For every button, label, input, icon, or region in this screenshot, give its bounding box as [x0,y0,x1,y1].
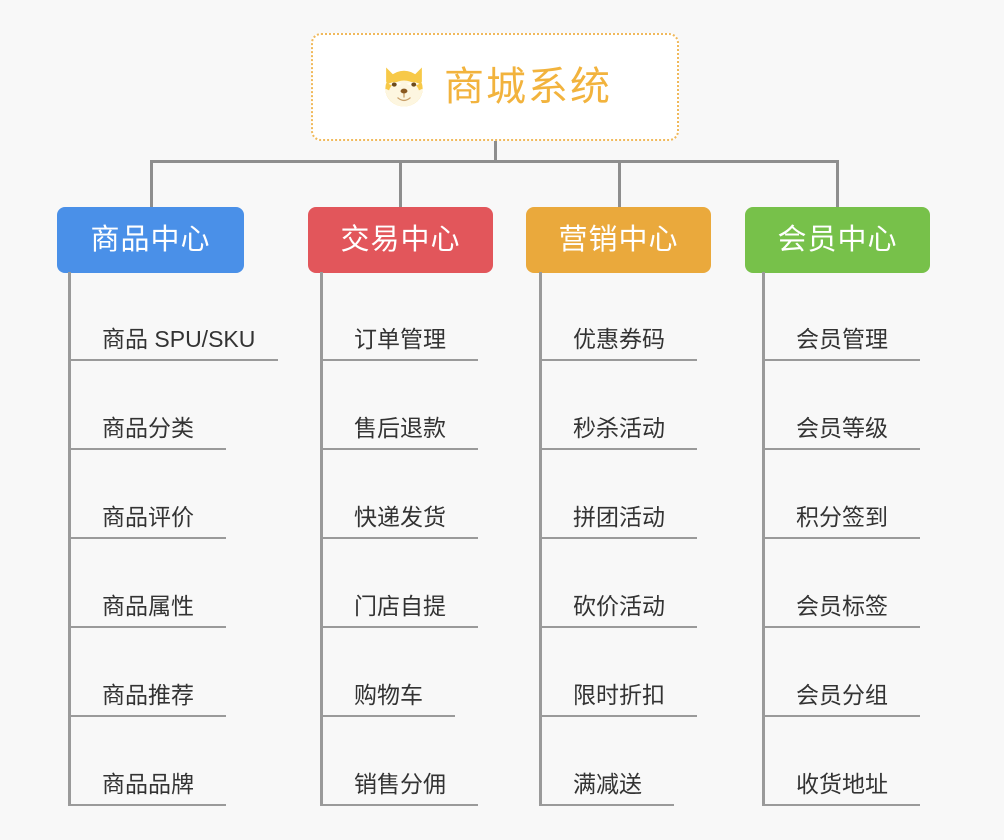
root-title: 商城系统 [444,65,612,109]
leaf-label: 满减送 [573,771,642,797]
leaf-underline [762,448,920,450]
leaf-label: 订单管理 [354,326,446,352]
leaf-underline [539,626,697,628]
leaf-underline [762,359,920,361]
leaf-item[interactable]: 收货地址 [762,717,920,806]
leaf-item[interactable]: 商品推荐 [68,628,226,717]
leaf-label: 秒杀活动 [573,415,665,441]
leaf-underline [320,359,478,361]
leaf-item[interactable]: 商品 SPU/SKU [68,272,278,361]
connector-bus [150,160,838,163]
leaf-underline [68,804,226,806]
branch-spine [320,272,323,806]
leaf-item[interactable]: 会员管理 [762,272,920,361]
leaf-underline [539,537,697,539]
leaf-underline [762,804,920,806]
leaf-underline [320,804,478,806]
category-box-2[interactable]: 营销中心 [526,207,711,273]
leaf-item[interactable]: 砍价活动 [539,539,697,628]
leaf-label: 会员分组 [796,682,888,708]
leaf-underline [320,537,478,539]
connector-drop-1 [150,160,153,208]
category-label: 交易中心 [340,223,461,256]
connector-drop-3 [618,160,621,208]
leaf-item[interactable]: 商品分类 [68,361,226,450]
leaf-item[interactable]: 拼团活动 [539,450,697,539]
category-box-0[interactable]: 商品中心 [57,207,244,273]
leaf-item[interactable]: 商品品牌 [68,717,226,806]
leaf-label: 会员等级 [796,415,888,441]
leaf-label: 商品分类 [102,415,194,441]
connector-drop-2 [399,160,402,208]
leaf-label: 砍价活动 [573,593,665,619]
leaf-label: 限时折扣 [573,682,665,708]
leaf-label: 购物车 [354,682,423,708]
leaf-underline [320,626,478,628]
leaf-label: 商品 SPU/SKU [102,326,256,352]
leaf-label: 会员标签 [796,593,888,619]
leaf-label: 快递发货 [354,504,446,530]
leaf-item[interactable]: 门店自提 [320,539,478,628]
category-label: 营销中心 [558,223,679,256]
leaf-label: 售后退款 [354,415,446,441]
branch-spine [68,272,71,806]
connector-drop-4 [836,160,839,208]
leaf-underline [539,448,697,450]
leaf-underline [762,537,920,539]
leaf-item[interactable]: 快递发货 [320,450,478,539]
leaf-item[interactable]: 会员标签 [762,539,920,628]
leaf-item[interactable]: 销售分佣 [320,717,478,806]
branch-spine [762,272,765,806]
leaf-item[interactable]: 商品属性 [68,539,226,628]
connector-root-stem [494,141,497,162]
leaf-underline [539,804,674,806]
leaf-label: 积分签到 [796,504,888,530]
leaf-item[interactable]: 售后退款 [320,361,478,450]
leaf-label: 商品品牌 [102,771,194,797]
leaf-underline [320,448,478,450]
leaf-label: 会员管理 [796,326,888,352]
leaf-item[interactable]: 积分签到 [762,450,920,539]
leaf-label: 商品评价 [102,504,194,530]
leaf-item[interactable]: 订单管理 [320,272,478,361]
leaf-item[interactable]: 会员分组 [762,628,920,717]
leaf-item[interactable]: 商品评价 [68,450,226,539]
leaf-underline [68,359,278,361]
root-node[interactable]: 商城系统 [311,33,679,141]
leaf-underline [320,715,455,717]
leaf-label: 优惠券码 [573,326,665,352]
category-label: 会员中心 [777,223,898,256]
leaf-underline [68,626,226,628]
leaf-item[interactable]: 限时折扣 [539,628,697,717]
leaf-underline [68,715,226,717]
leaf-label: 销售分佣 [354,771,446,797]
leaf-label: 拼团活动 [573,504,665,530]
branch-spine [539,272,542,806]
leaf-item[interactable]: 秒杀活动 [539,361,697,450]
category-box-1[interactable]: 交易中心 [308,207,493,273]
category-label: 商品中心 [90,223,211,256]
leaf-item[interactable]: 满减送 [539,717,674,806]
leaf-label: 门店自提 [354,593,446,619]
leaf-underline [539,715,697,717]
category-box-3[interactable]: 会员中心 [745,207,930,273]
leaf-underline [762,715,920,717]
leaf-underline [539,359,697,361]
leaf-label: 商品属性 [102,593,194,619]
shiba-dog-icon [385,67,423,107]
leaf-underline [68,537,226,539]
leaf-item[interactable]: 优惠券码 [539,272,697,361]
leaf-item[interactable]: 购物车 [320,628,455,717]
leaf-underline [762,626,920,628]
leaf-label: 收货地址 [796,771,888,797]
leaf-item[interactable]: 会员等级 [762,361,920,450]
leaf-label: 商品推荐 [102,682,194,708]
leaf-underline [68,448,226,450]
